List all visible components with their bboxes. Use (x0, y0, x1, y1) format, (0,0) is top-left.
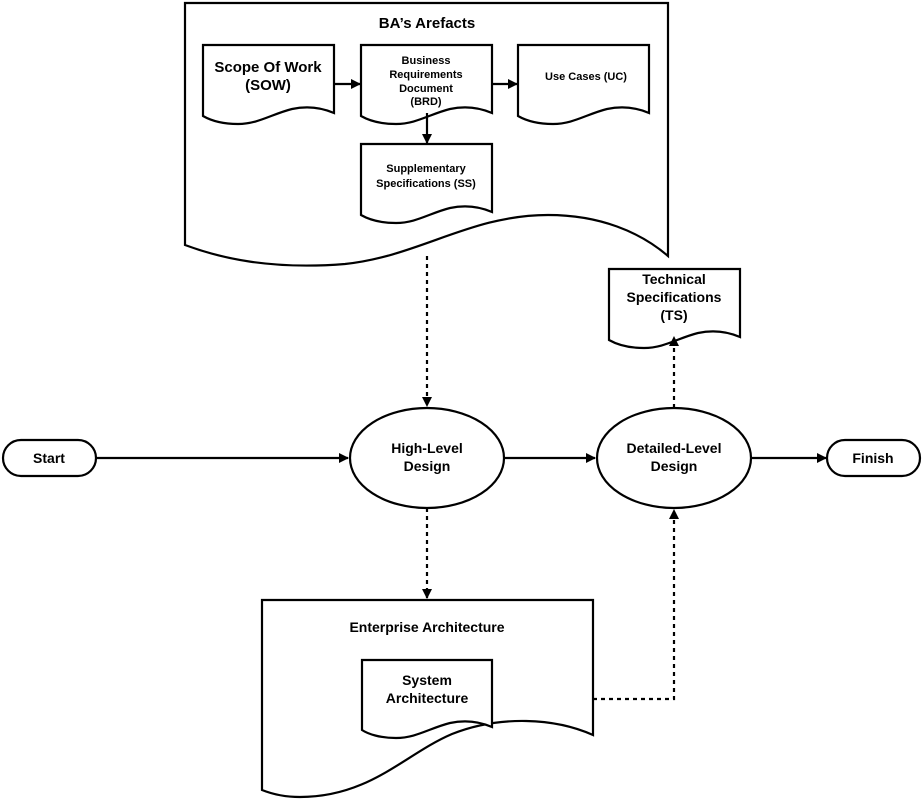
detailed-level-design-process: Detailed-Level Design (595, 406, 753, 510)
ss-label-line2: Specifications (SS) (376, 178, 476, 190)
finish-label: Finish (852, 450, 893, 466)
detailed-level-label-line1: Detailed-Level (627, 440, 722, 456)
ts-label-line2: Specifications (627, 289, 722, 305)
ts-label-line3: (TS) (660, 307, 687, 323)
ts-label-line1: Technical (642, 271, 706, 287)
brd-label-line4: (BRD) (410, 96, 441, 108)
detailed-level-label-line2: Design (651, 458, 698, 474)
ss-label-line1: Supplementary (386, 163, 466, 175)
ss-document: Supplementary Specifications (SS) (359, 142, 494, 225)
uc-label: Use Cases (UC) (545, 71, 627, 83)
sow-label-line1: Scope Of Work (214, 59, 322, 76)
high-level-design-process: High-Level Design (348, 406, 506, 510)
ts-document: Technical Specifications (TS) (607, 267, 742, 350)
high-level-label-line1: High-Level (391, 440, 463, 456)
brd-label-line1: Business (402, 55, 451, 67)
enterprise-title: Enterprise Architecture (349, 619, 504, 635)
finish-terminator: Finish (825, 438, 922, 478)
start-label: Start (33, 450, 65, 466)
system-arch-label-line2: Architecture (386, 690, 469, 706)
brd-label-line3: Document (399, 83, 453, 95)
uc-document: Use Cases (UC) (516, 43, 651, 126)
high-level-label-line2: Design (404, 458, 451, 474)
ba-artefacts-title: BA’s Arefacts (379, 15, 475, 32)
sow-document: Scope Of Work (SOW) (201, 43, 336, 126)
start-terminator: Start (1, 438, 98, 478)
system-arch-label-line1: System (402, 672, 452, 688)
sow-label-line2: (SOW) (245, 77, 291, 94)
system-architecture-document: System Architecture (360, 658, 494, 740)
brd-label-line2: Requirements (389, 69, 462, 81)
dashed-system-arch-to-detailed (593, 509, 679, 701)
